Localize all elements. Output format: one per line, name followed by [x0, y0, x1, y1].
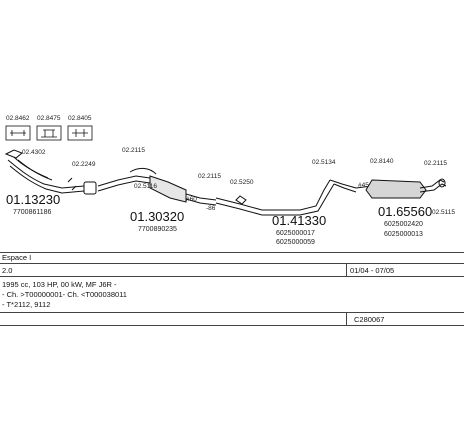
gasket-label-11: #45 — [358, 182, 369, 189]
clamp-label-1: 02.4302 — [22, 149, 46, 156]
oem-number-rear-silencer-1: 6025002420 — [384, 221, 423, 228]
clamp-label-4: 02.5116 — [134, 183, 157, 190]
accessory-kit-3[interactable]: 02.8405 — [67, 115, 93, 141]
table-divider — [346, 263, 347, 276]
clamp-label-7: 02.2115 — [198, 173, 221, 180]
gasket-label-5: #60 — [186, 196, 197, 203]
oem-number-front-silencer: 7700890235 — [138, 226, 177, 233]
oem-number-centre-pipe-1: 6025000017 — [276, 230, 315, 237]
production-years: 01/04 - 07/05 — [350, 266, 395, 275]
clamp-label-13: 02.5115 — [432, 209, 455, 216]
engine-size: 2.0 — [2, 266, 13, 275]
part-number-centre-pipe: 01.41330 — [272, 213, 326, 228]
clamp-label-12: 02.2115 — [424, 160, 447, 167]
table-rule-1 — [0, 263, 464, 264]
table-rule-bottom — [0, 325, 464, 326]
engine-specs: 1995 cc, 103 HP, 00 kW, MF J6R - — [2, 280, 117, 289]
front-silencer[interactable] — [97, 167, 217, 206]
rear-silencer[interactable] — [355, 178, 447, 199]
engine-codes: - T*2112, 9112 — [2, 300, 51, 309]
chassis-range: - Ch. >T00000001- Ch. <T000038011 — [2, 290, 127, 299]
accessory-label-2: 02.8475 — [37, 115, 61, 122]
clamp-label-8: 02.5250 — [230, 179, 254, 186]
accessory-label-3: 02.8405 — [68, 115, 92, 122]
clamp-label-9: 02.5134 — [312, 159, 336, 166]
part-number-front-silencer: 01.30320 — [130, 209, 184, 224]
table-rule-3 — [0, 312, 464, 313]
front-pipe[interactable] — [4, 149, 97, 195]
oem-number-front-pipe: 7700861186 — [13, 209, 52, 216]
accessory-kit-1[interactable]: 02.8462 — [5, 115, 31, 141]
centre-pipe[interactable] — [215, 179, 357, 216]
clamp-label-10: 02.8140 — [370, 158, 394, 165]
clamp-label-3: 02.2115 — [122, 147, 145, 154]
oem-number-centre-pipe-2: 6025000059 — [276, 239, 315, 246]
table-rule-2 — [0, 276, 464, 277]
oem-number-rear-silencer-2: 6025000013 — [384, 231, 423, 238]
accessory-label-1: 02.8462 — [6, 115, 30, 122]
part-number-rear-silencer: 01.65560 — [378, 204, 432, 219]
catalogue-code: C280067 — [354, 315, 385, 324]
table-rule-top — [0, 252, 464, 253]
accessory-kit-2[interactable]: 02.8475 — [36, 115, 62, 141]
clamp-label-2: 02.2249 — [72, 161, 96, 168]
gasket-label-6: -86 — [206, 205, 216, 212]
part-number-front-pipe: 01.13230 — [6, 192, 60, 207]
vehicle-model: Espace I — [2, 253, 32, 262]
table-divider-2 — [346, 312, 347, 325]
exhaust-diagram: 02.8462 02.8475 02.8405 — [4, 115, 455, 246]
